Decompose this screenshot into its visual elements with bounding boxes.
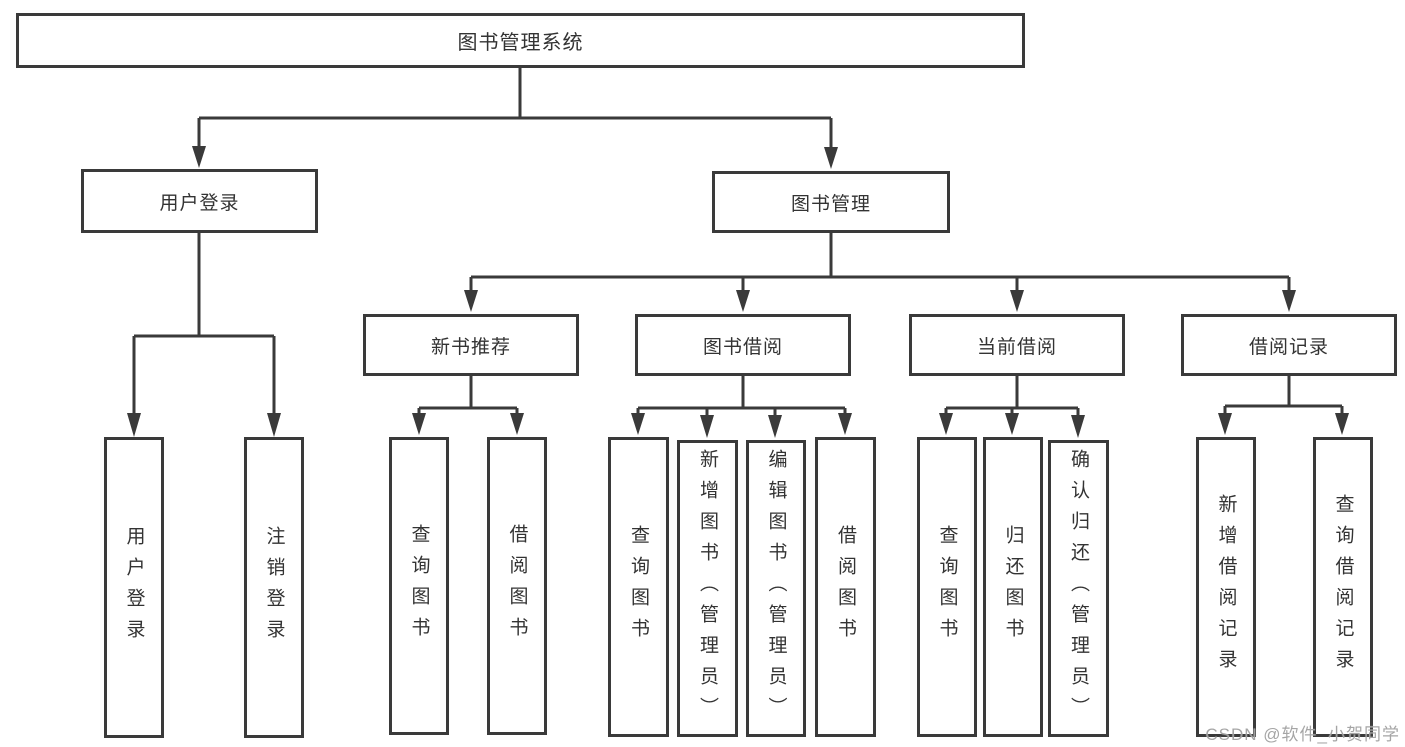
leaf-query-books-recommend: 查询图书: [389, 437, 449, 735]
leaf-confirm-return-admin: 确认归还（管理员）: [1048, 440, 1109, 737]
leaf-return-books-label: 归还图书: [1002, 525, 1024, 649]
leaf-query-books-recommend-label: 查询图书: [408, 524, 430, 648]
node-book-borrowing-label: 图书借阅: [702, 336, 783, 358]
leaf-query-books-borrowing-label: 查询图书: [628, 525, 649, 649]
leaf-edit-books-admin-label: 编辑图书（管理员）: [765, 449, 787, 728]
node-book-borrowing: 图书借阅: [635, 314, 851, 376]
leaf-logout-label: 注销登录: [263, 525, 285, 650]
leaf-user-login-label: 用户登录: [123, 525, 145, 650]
node-book-management: 图书管理: [712, 171, 950, 233]
leaf-query-books-current-label: 查询图书: [936, 525, 958, 649]
node-root-library-system: 图书管理系统: [16, 13, 1025, 68]
leaf-borrow-books-recommend-label: 借阅图书: [506, 524, 528, 648]
node-current-borrowing: 当前借阅: [909, 314, 1125, 376]
leaf-add-books-admin-label: 新增图书（管理员）: [697, 449, 718, 728]
leaf-return-books: 归还图书: [983, 437, 1043, 737]
leaf-query-borrow-record-label: 查询借阅记录: [1332, 494, 1354, 680]
node-borrowing-records-label: 借阅记录: [1248, 336, 1329, 358]
leaf-borrow-books-recommend: 借阅图书: [487, 437, 547, 735]
node-new-book-recommend: 新书推荐: [363, 314, 579, 376]
leaf-add-borrow-record-label: 新增借阅记录: [1215, 494, 1237, 680]
node-new-book-recommend-label: 新书推荐: [430, 336, 511, 358]
leaf-borrow-books: 借阅图书: [815, 437, 876, 737]
leaf-query-books-current: 查询图书: [917, 437, 977, 737]
csdn-watermark: CSDN @软件_小贺同学: [1205, 725, 1400, 744]
leaf-query-books-borrowing: 查询图书: [608, 437, 669, 737]
leaf-add-books-admin: 新增图书（管理员）: [677, 440, 738, 737]
leaf-user-login: 用户登录: [104, 437, 164, 738]
node-root-label: 图书管理系统: [457, 32, 584, 54]
node-user-login-label: 用户登录: [159, 192, 240, 214]
leaf-query-borrow-record: 查询借阅记录: [1313, 437, 1373, 737]
node-current-borrowing-label: 当前借阅: [976, 336, 1057, 358]
node-user-login: 用户登录: [81, 169, 318, 233]
leaf-confirm-return-admin-label: 确认归还（管理员）: [1068, 449, 1089, 728]
leaf-borrow-books-label: 借阅图书: [835, 525, 856, 649]
node-book-management-label: 图书管理: [790, 193, 871, 215]
leaf-logout: 注销登录: [244, 437, 304, 738]
leaf-edit-books-admin: 编辑图书（管理员）: [746, 440, 806, 737]
leaf-add-borrow-record: 新增借阅记录: [1196, 437, 1256, 737]
node-borrowing-records: 借阅记录: [1181, 314, 1397, 376]
